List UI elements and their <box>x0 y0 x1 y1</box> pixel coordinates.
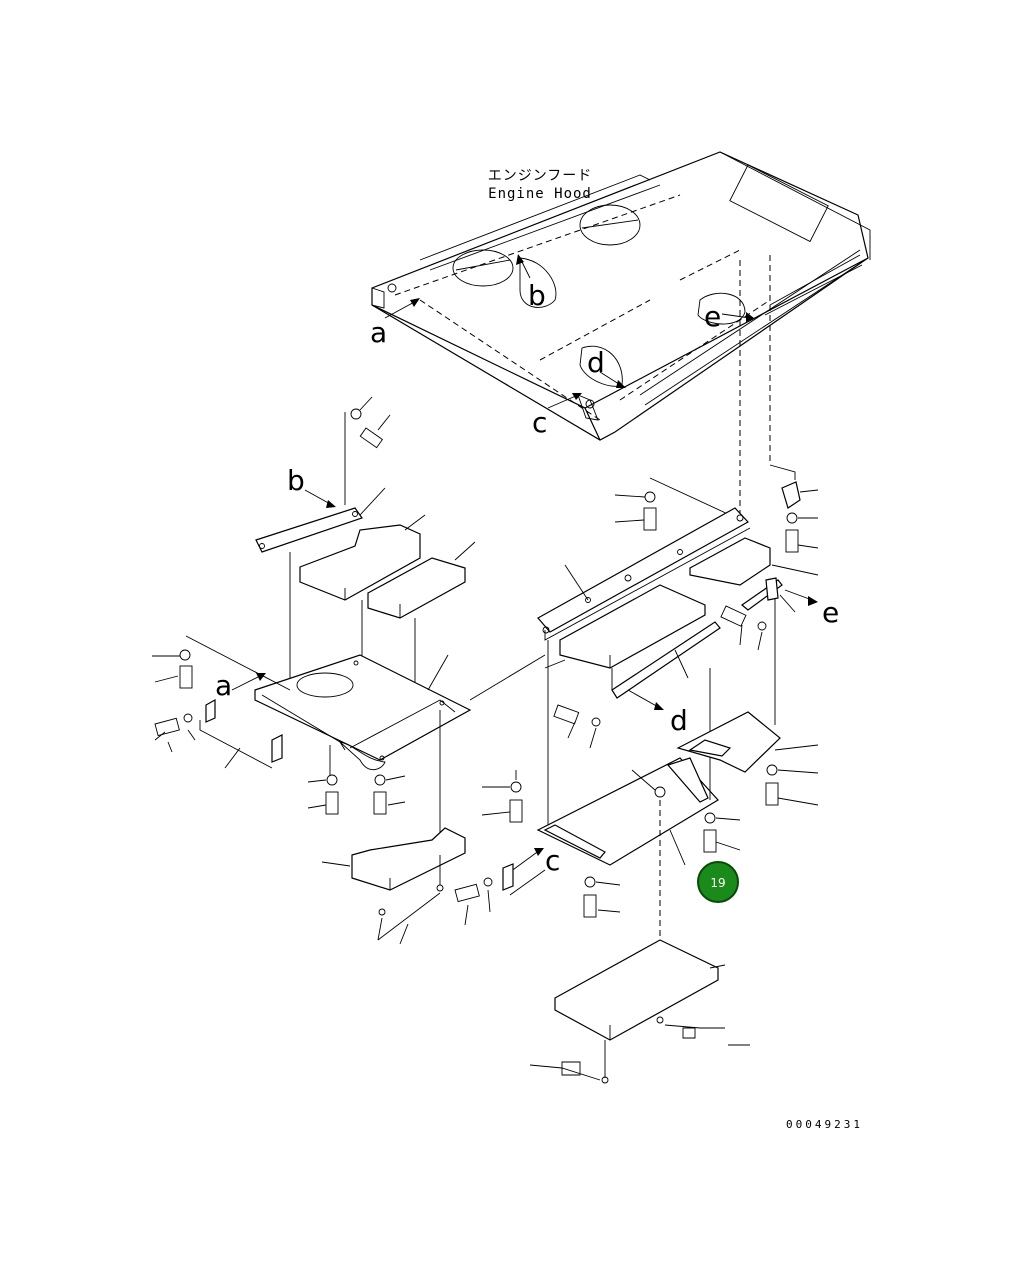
part-number-badge[interactable]: 19 <box>697 861 739 903</box>
drawing-number: 00049231 <box>786 1118 863 1131</box>
callout-c-center: c <box>545 844 560 877</box>
callout-a-left: a <box>215 669 232 702</box>
badge-number: 19 <box>710 876 725 890</box>
callout-b-hood: b <box>528 279 546 312</box>
callout-b-left: b <box>287 464 305 497</box>
callout-d-hood: d <box>587 346 605 379</box>
right-assembly: e <box>676 464 839 853</box>
callout-c-hood: c <box>532 406 547 439</box>
hood-label-jp: エンジンフード <box>488 168 593 184</box>
engine-hood: エンジンフード Engine Hood <box>371 151 871 520</box>
callout-a-hood: a <box>370 316 387 349</box>
hood-callouts: a b c d e <box>370 254 754 439</box>
callout-e-hood: e <box>704 300 721 333</box>
callout-e-right: e <box>822 596 839 629</box>
callout-d-center: d <box>670 704 688 737</box>
left-assembly: b a <box>152 396 476 945</box>
center-assembly: d c <box>454 477 751 1084</box>
hood-label-en: Engine Hood <box>488 186 592 202</box>
